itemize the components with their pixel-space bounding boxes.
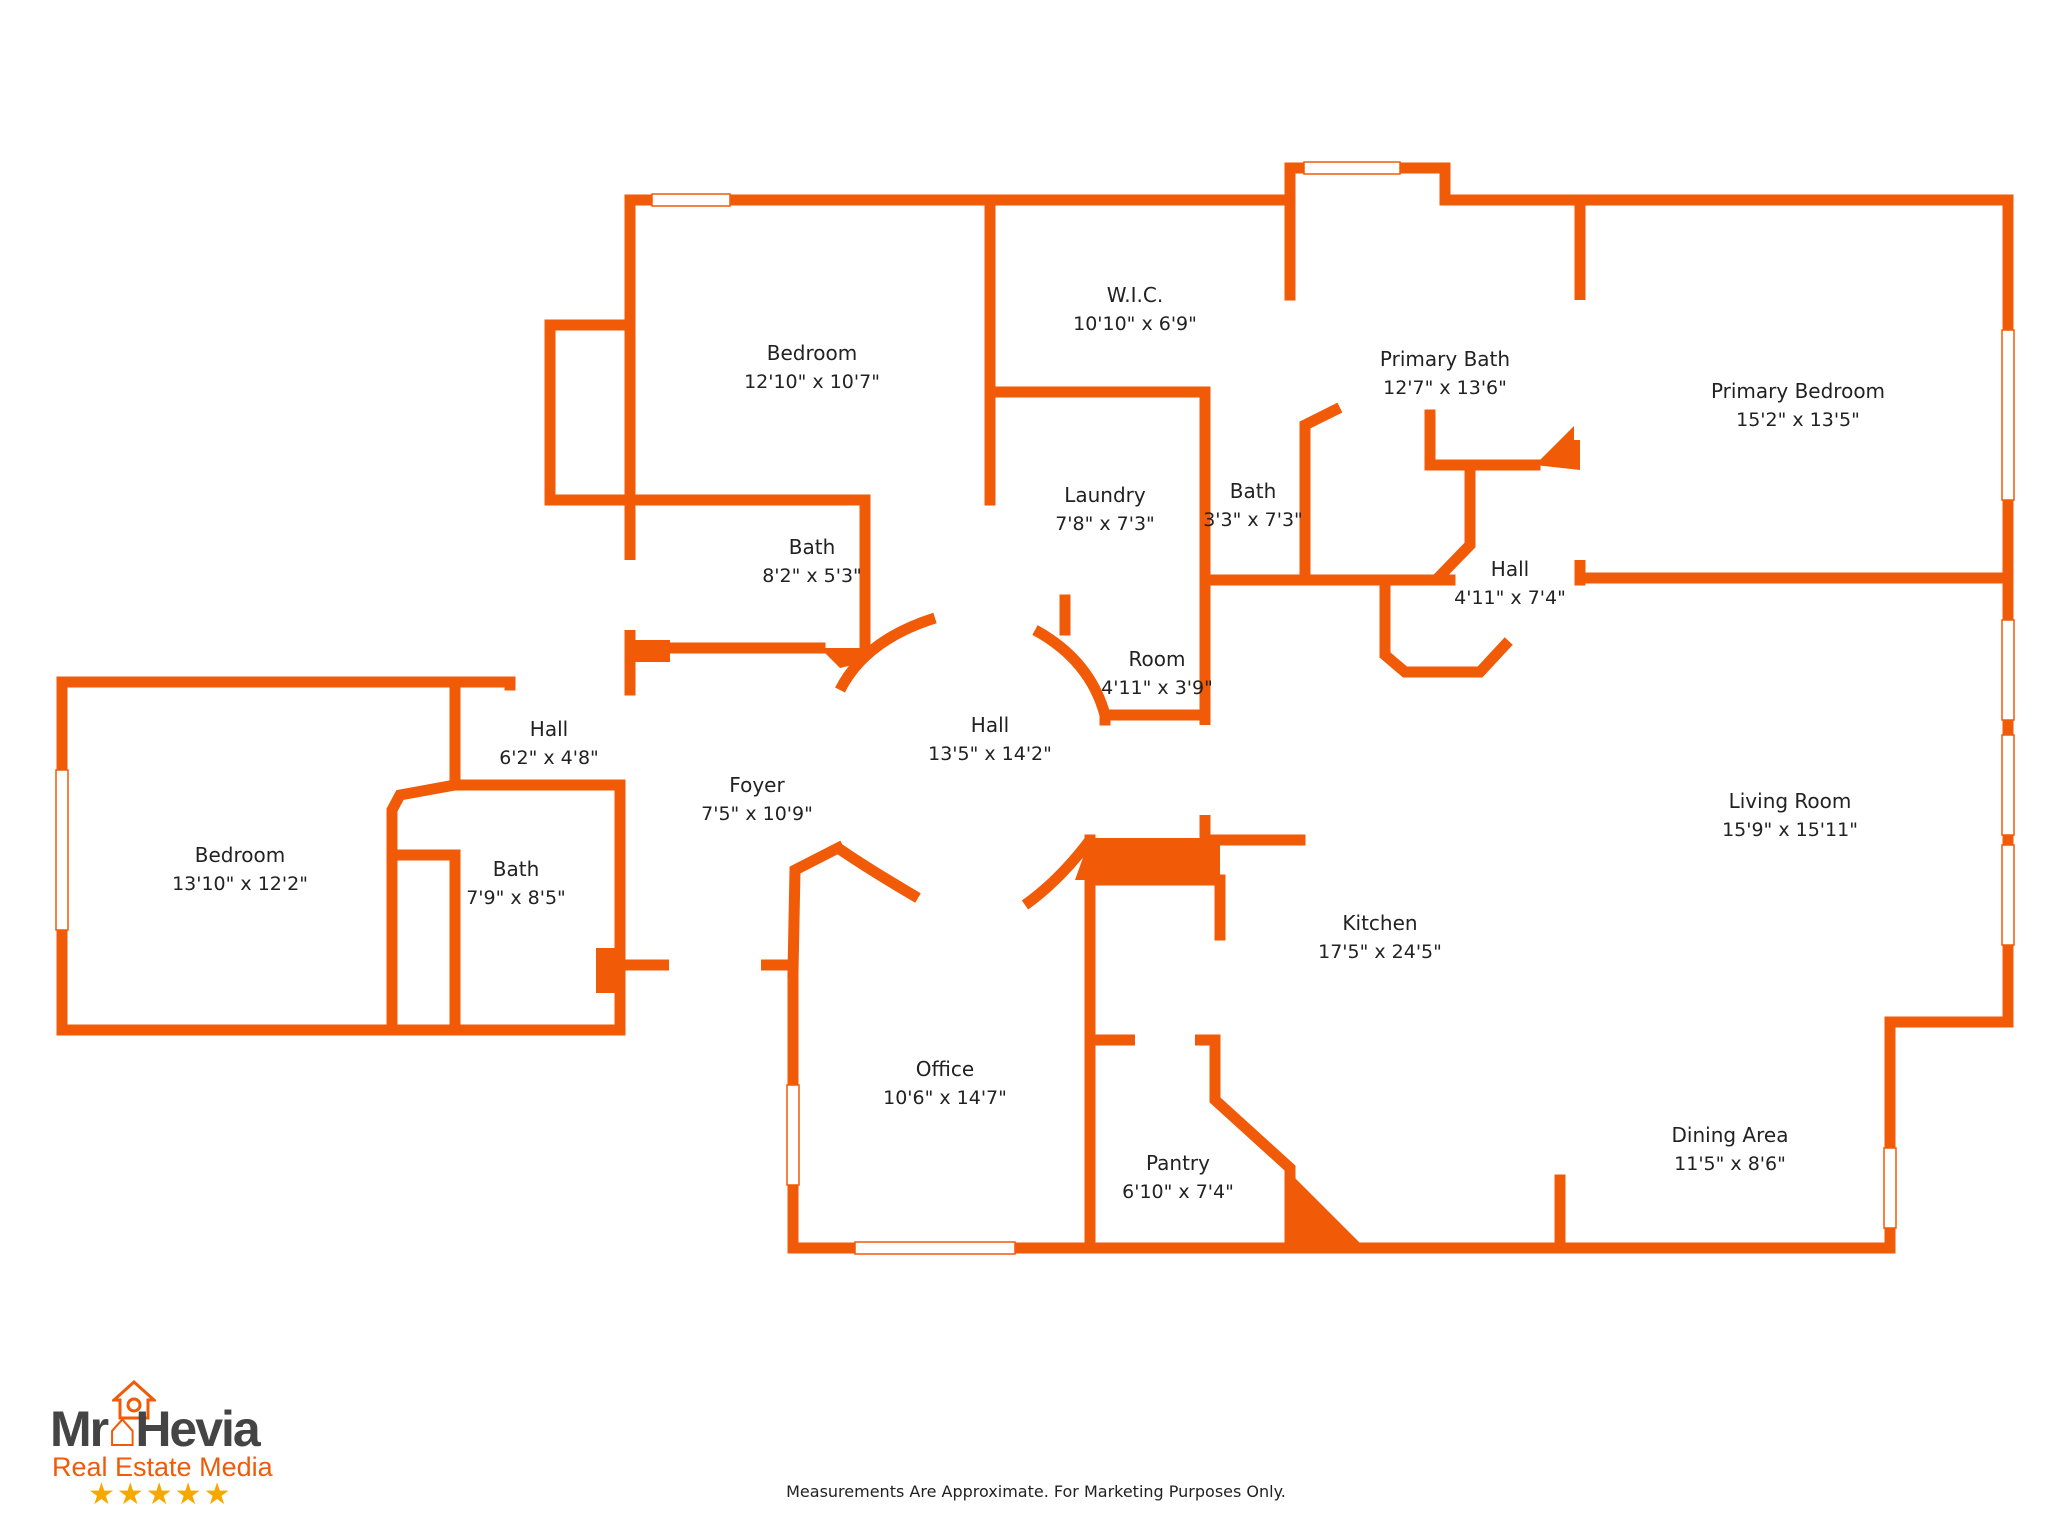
windows <box>55 161 2015 1255</box>
room-foyer: Foyer 7'5" x 10'9" <box>701 773 813 825</box>
svg-text:12'10" x 10'7": 12'10" x 10'7" <box>744 371 880 393</box>
svg-text:10'6" x 14'7": 10'6" x 14'7" <box>883 1087 1007 1109</box>
svg-text:Living Room: Living Room <box>1729 789 1852 813</box>
door-openings <box>524 300 1586 1046</box>
floor-plan-walls <box>56 162 2014 1254</box>
room-living-room: Living Room 15'9" x 15'11" <box>1722 789 1858 841</box>
svg-text:Laundry: Laundry <box>1064 483 1146 507</box>
curved-walls <box>834 612 1111 910</box>
svg-text:11'5" x 8'6": 11'5" x 8'6" <box>1674 1153 1786 1175</box>
svg-text:Bath: Bath <box>789 535 836 559</box>
house-camera-icon <box>112 1380 156 1420</box>
company-logo: Mr⌂Hevia Real Estate Media ★★★★★ <box>50 1380 290 1510</box>
svg-text:10'10" x 6'9": 10'10" x 6'9" <box>1073 313 1197 335</box>
svg-text:Bath: Bath <box>493 857 540 881</box>
room-room: Room 4'11" x 3'9" <box>1101 647 1213 699</box>
svg-text:6'2" x 4'8": 6'2" x 4'8" <box>499 747 599 769</box>
svg-text:7'8" x 7'3": 7'8" x 7'3" <box>1055 513 1155 535</box>
svg-text:4'11" x 3'9": 4'11" x 3'9" <box>1101 677 1213 699</box>
room-hall-right: Hall 4'11" x 7'4" <box>1454 557 1566 609</box>
svg-text:17'5" x 24'5": 17'5" x 24'5" <box>1318 941 1442 963</box>
rating-stars: ★★★★★ <box>88 1477 233 1512</box>
room-primary-bedroom: Primary Bedroom 15'2" x 13'5" <box>1711 379 1885 431</box>
svg-text:6'10" x 7'4": 6'10" x 7'4" <box>1122 1181 1234 1203</box>
svg-text:Dining Area: Dining Area <box>1672 1123 1789 1147</box>
room-bath-small: Bath 3'3" x 7'3" <box>1203 479 1303 531</box>
svg-text:4'11" x 7'4": 4'11" x 7'4" <box>1454 587 1566 609</box>
svg-text:Hall: Hall <box>971 713 1009 737</box>
svg-text:15'9" x 15'11": 15'9" x 15'11" <box>1722 819 1858 841</box>
svg-text:Primary Bath: Primary Bath <box>1380 347 1510 371</box>
svg-text:13'10" x 12'2": 13'10" x 12'2" <box>172 873 308 895</box>
svg-text:7'9" x 8'5": 7'9" x 8'5" <box>466 887 566 909</box>
room-bedroom-left: Bedroom 13'10" x 12'2" <box>172 843 308 895</box>
svg-text:15'2" x 13'5": 15'2" x 13'5" <box>1736 409 1860 431</box>
room-office: Office 10'6" x 14'7" <box>883 1057 1007 1109</box>
room-bedroom-upper: Bedroom 12'10" x 10'7" <box>744 341 880 393</box>
svg-text:13'5" x 14'2": 13'5" x 14'2" <box>928 743 1052 765</box>
svg-text:8'2" x 5'3": 8'2" x 5'3" <box>762 565 862 587</box>
room-bath-upper: Bath 8'2" x 5'3" <box>762 535 862 587</box>
room-laundry: Laundry 7'8" x 7'3" <box>1055 483 1155 535</box>
svg-text:Pantry: Pantry <box>1146 1151 1210 1175</box>
logo-name: Mr⌂Hevia <box>50 1401 261 1457</box>
svg-text:Room: Room <box>1129 647 1186 671</box>
room-hall-left: Hall 6'2" x 4'8" <box>499 717 599 769</box>
svg-text:W.I.C.: W.I.C. <box>1107 283 1163 307</box>
room-bath-left: Bath 7'9" x 8'5" <box>466 857 566 909</box>
svg-text:3'3" x 7'3": 3'3" x 7'3" <box>1203 509 1303 531</box>
svg-text:Primary Bedroom: Primary Bedroom <box>1711 379 1885 403</box>
logo-mark: ⌂ <box>107 1401 137 1457</box>
room-primary-bath: Primary Bath 12'7" x 13'6" <box>1380 347 1510 399</box>
svg-text:Kitchen: Kitchen <box>1342 911 1417 935</box>
room-hall-center: Hall 13'5" x 14'2" <box>928 713 1052 765</box>
svg-text:Hall: Hall <box>530 717 568 741</box>
disclaimer-text: Measurements Are Approximate. For Market… <box>786 1482 1286 1501</box>
svg-text:Bedroom: Bedroom <box>195 843 285 867</box>
logo-tagline: Real Estate Media <box>52 1452 273 1482</box>
svg-text:Bath: Bath <box>1230 479 1277 503</box>
svg-text:Foyer: Foyer <box>729 773 785 797</box>
svg-text:Hall: Hall <box>1491 557 1529 581</box>
svg-text:12'7" x 13'6": 12'7" x 13'6" <box>1383 377 1507 399</box>
room-wic: W.I.C. 10'10" x 6'9" <box>1073 283 1197 335</box>
svg-text:7'5" x 10'9": 7'5" x 10'9" <box>701 803 813 825</box>
room-kitchen: Kitchen 17'5" x 24'5" <box>1318 911 1442 963</box>
svg-text:Office: Office <box>916 1057 974 1081</box>
room-labels: Bedroom 12'10" x 10'7" W.I.C. 10'10" x 6'9… <box>172 283 1885 1203</box>
room-dining-area: Dining Area 11'5" x 8'6" <box>1672 1123 1789 1175</box>
room-pantry: Pantry 6'10" x 7'4" <box>1122 1151 1234 1203</box>
svg-text:Bedroom: Bedroom <box>767 341 857 365</box>
